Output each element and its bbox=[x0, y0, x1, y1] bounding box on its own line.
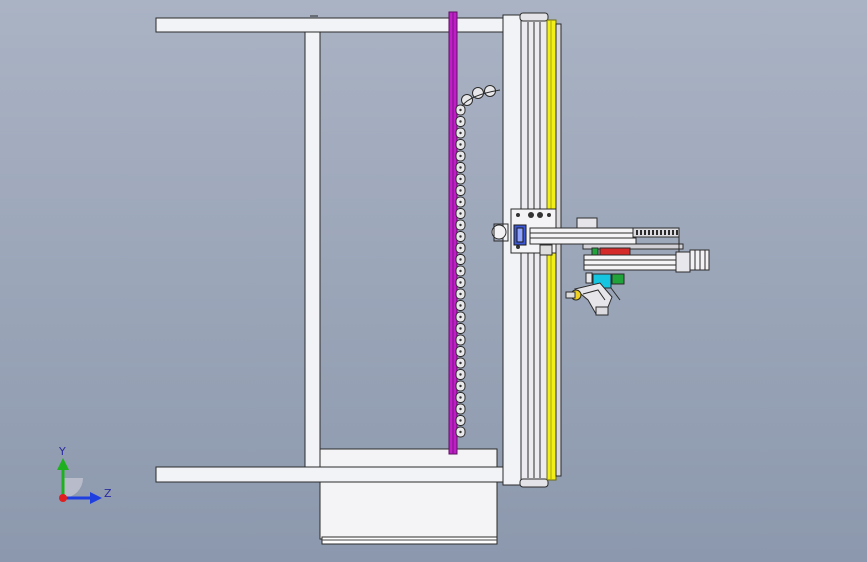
z-axis-label: Z bbox=[104, 487, 112, 500]
base-enclosure[interactable] bbox=[319, 448, 498, 545]
green-fitting bbox=[591, 247, 599, 256]
cable-drag-chain[interactable] bbox=[455, 85, 501, 438]
y-axis-label: Y bbox=[58, 445, 66, 458]
horizontal-arm[interactable] bbox=[529, 217, 684, 250]
bottom-beam bbox=[155, 466, 507, 483]
gantry-frame[interactable] bbox=[155, 15, 507, 483]
red-valve bbox=[599, 247, 631, 256]
coordinate-triad-icon: Y Z bbox=[57, 445, 112, 504]
x-axis-origin bbox=[59, 494, 67, 502]
vertical-post-left bbox=[304, 31, 321, 468]
linear-actuator[interactable] bbox=[583, 236, 710, 273]
gripper-tool[interactable] bbox=[565, 272, 625, 316]
